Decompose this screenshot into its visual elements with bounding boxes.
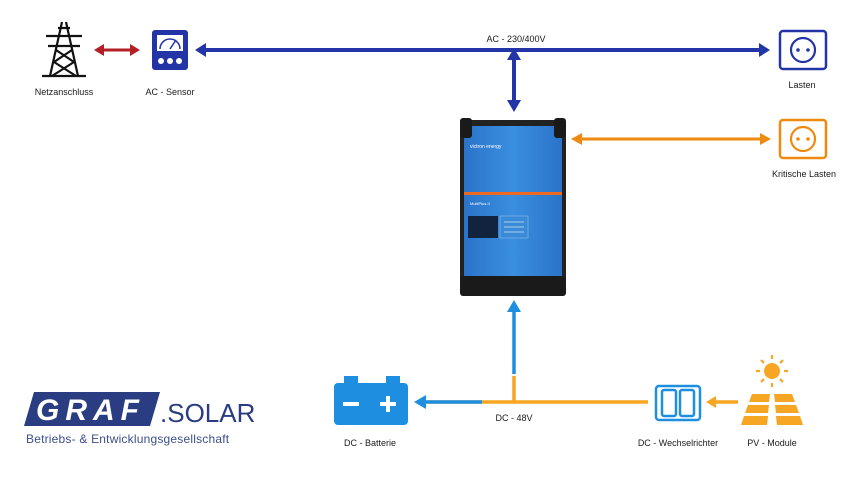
logo-suffix: .SOLAR (160, 398, 255, 428)
sensor-label: AC - Sensor (145, 87, 194, 97)
pylon-icon (42, 21, 86, 78)
dc-bus-label: DC - 48V (495, 413, 532, 423)
logo-wordmark: GRAF (36, 394, 145, 427)
loads-label: Lasten (788, 80, 815, 90)
dc-converter-icon (654, 384, 702, 422)
critical-load-line (571, 133, 771, 145)
ac-bus-label: AC - 230/400V (486, 34, 545, 44)
dc-battery-arrow (414, 395, 482, 409)
battery-label: DC - Batterie (344, 438, 396, 448)
dc-converter-label: DC - Wechselrichter (638, 438, 718, 448)
inverter-brand: victron energy (470, 144, 502, 150)
graf-solar-logo: GRAF .SOLAR (24, 392, 255, 428)
sun-icon (756, 355, 788, 387)
critical-socket-icon (778, 118, 828, 160)
solar-panel-icon (741, 394, 803, 425)
sensor-icon (152, 30, 188, 70)
battery-icon (334, 376, 408, 425)
inverter-model: MultiPlus-II (470, 201, 490, 206)
pv-label: PV - Module (747, 438, 797, 448)
critical-loads-label: Kritische Lasten (772, 169, 836, 179)
inverter-unit: victron energy MultiPlus-II (460, 118, 566, 296)
logo-tagline: Betriebs- & Entwicklungsgesellschaft (26, 432, 230, 446)
grid-label: Netzanschluss (35, 87, 94, 97)
socket-icon (778, 29, 828, 71)
dc-inverter-link (507, 300, 521, 374)
ac-bus-line (195, 43, 770, 112)
grid-link-arrow (94, 44, 140, 56)
